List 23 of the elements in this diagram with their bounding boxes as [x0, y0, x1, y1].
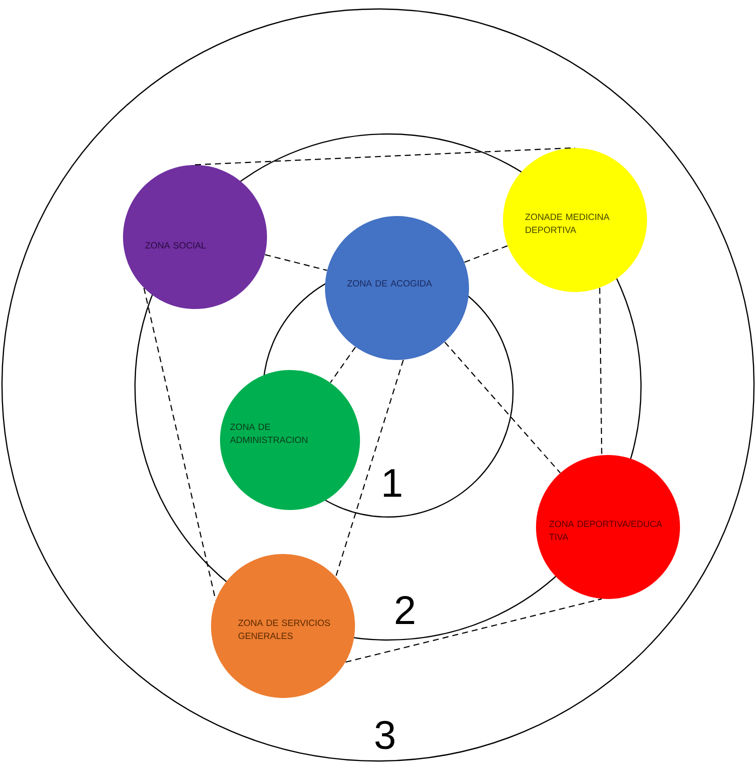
dashed-connector: [464, 245, 508, 263]
dashed-connector: [599, 288, 602, 456]
zone-circle: [536, 455, 680, 599]
zone-circle: [123, 165, 267, 309]
zone-label: ZONA SOCIAL: [145, 242, 206, 249]
dashed-connector: [345, 598, 602, 663]
zone-circle: [211, 554, 355, 698]
zone-label: ZONA DE ACOGIDA: [347, 280, 432, 287]
zone-label: ZONADE MEDICINA DEPORTIVA: [525, 214, 610, 234]
zone-number: 3: [372, 720, 398, 750]
zone-circle: [503, 148, 647, 292]
zone-circle: [325, 216, 469, 360]
zone-number: 1: [380, 468, 404, 498]
dashed-connector: [335, 360, 404, 577]
dashed-connector: [194, 147, 576, 166]
zone-circle: [220, 370, 360, 510]
zone-number: 2: [392, 595, 418, 625]
zone-label: ZONA DE SERVICIOS GENERALES: [238, 620, 330, 640]
dashed-connector: [330, 346, 356, 383]
dashed-connector: [444, 342, 561, 474]
dashed-connector: [264, 254, 328, 271]
zone-label: ZONA DE ADMINISTRACION: [230, 424, 308, 444]
zone-label: ZONA DEPORTIVA/EDUCA TIVA: [549, 520, 662, 540]
